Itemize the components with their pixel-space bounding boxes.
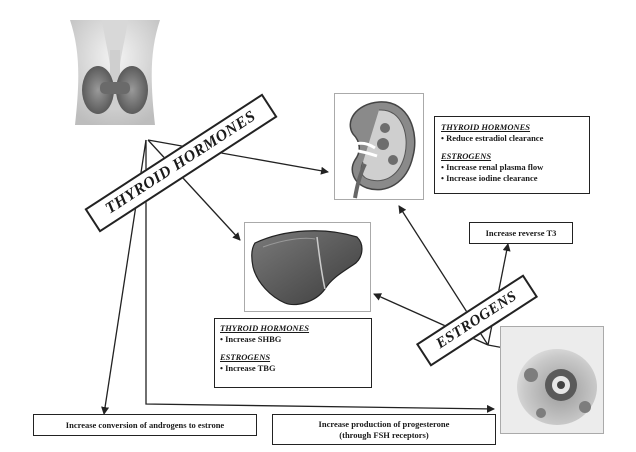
liver-estrogens-item: • Increase TBG — [220, 363, 276, 373]
liver-estrogens-heading: ESTROGENS — [220, 352, 271, 362]
liver-icon — [244, 222, 371, 312]
androgens-conversion-box: Increase conversion of androgens to estr… — [33, 414, 257, 436]
kidney-thyroid-item: • Reduce estradiol clearance — [441, 133, 544, 143]
liver-thyroid-heading: THYROID HORMONES — [220, 323, 310, 333]
liver-thyroid-item: • Increase SHBG — [220, 334, 282, 344]
kidney-estrogens-heading: ESTROGENS — [441, 151, 492, 161]
kidney-effects-box: THYROID HORMONES • Reduce estradiol clea… — [434, 116, 590, 194]
thyroid-gland-icon — [60, 20, 170, 125]
kidney-thyroid-heading: THYROID HORMONES — [441, 122, 531, 132]
arrow-thyroid-to-kidney — [147, 139, 329, 175]
arrow-thyroid-to-progesterone — [145, 140, 495, 413]
progesterone-box: Increase production of progesterone (thr… — [272, 414, 496, 445]
kidney-estrogens-item-2: • Increase iodine clearance — [441, 173, 538, 183]
androgens-conversion-text: Increase conversion of androgens to estr… — [65, 419, 225, 430]
kidney-estrogens-item-1: • Increase renal plasma flow — [441, 162, 544, 172]
ovary-icon — [500, 326, 604, 434]
reverse-t3-text: Increase reverse T3 — [485, 227, 557, 238]
reverse-t3-box: Increase reverse T3 — [469, 222, 573, 244]
progesterone-text-line1: Increase production of progesterone — [318, 418, 450, 429]
progesterone-text-line2: (through FSH receptors) — [339, 429, 429, 440]
kidney-icon — [334, 93, 424, 200]
liver-effects-box: THYROID HORMONES • Increase SHBG ESTROGE… — [214, 318, 372, 388]
